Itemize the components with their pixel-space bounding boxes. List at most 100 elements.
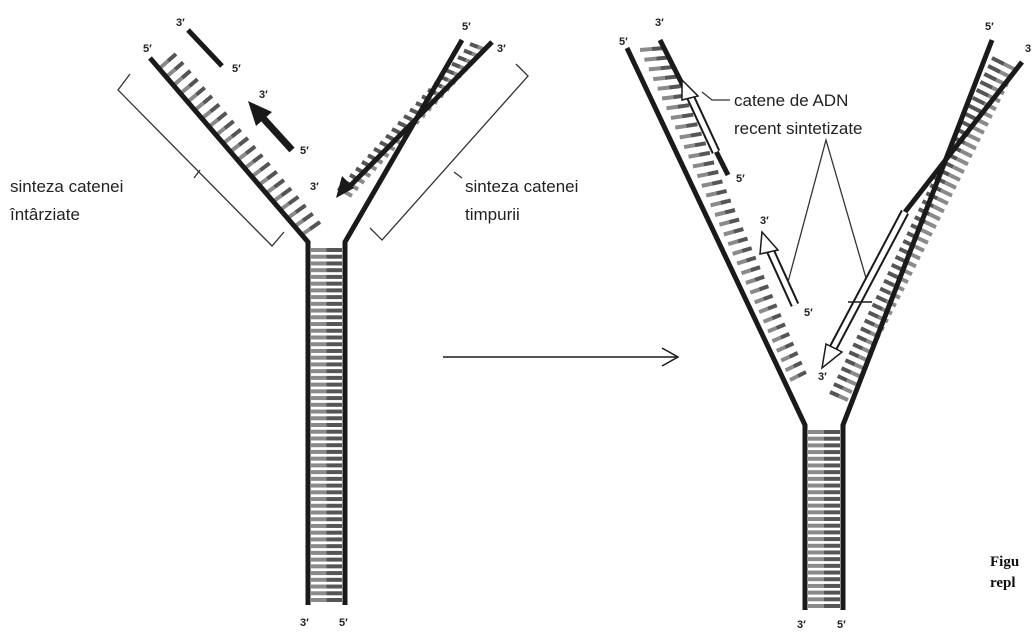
left-leading-arm-base-pair xyxy=(345,192,352,196)
right-lagging-arm-base-pair xyxy=(665,77,677,78)
left-lagging-fragment-strand xyxy=(188,30,222,66)
left-lagging-arm-base-pair xyxy=(160,61,168,68)
right-lagging-arm-base-pair xyxy=(741,270,750,273)
right-leading-arm-base-pair xyxy=(973,98,985,104)
right-lagging-arm-base-pair xyxy=(772,315,781,318)
right-leading-arm-base-pair xyxy=(847,380,856,384)
right-leading-arm-base-pair xyxy=(984,74,996,80)
right-lagging-arm-base-pair xyxy=(684,145,695,147)
right-lagging-arm-base-pair xyxy=(691,134,702,136)
left-lagging-arm-base-pair xyxy=(225,121,234,128)
right-leading-arm-base-pair xyxy=(988,66,1000,72)
left-replication-fork: sinteza catenei întârziate sinteza caten… xyxy=(9,17,578,629)
figure-caption-line2: repl xyxy=(990,575,1016,591)
right-leading-arm-base-pair xyxy=(865,320,875,324)
left-lagging-arm-base-pair xyxy=(239,138,248,145)
right-leading-arm-base-pair xyxy=(973,127,984,133)
right-leading-arm-base-pair xyxy=(933,206,944,211)
right-lagging-arm-base-pair xyxy=(789,353,797,357)
right-leading-arm-base-pair xyxy=(861,328,871,332)
right-leading-arm-base-pair xyxy=(857,336,867,340)
right-end-3-bottom: 3′ xyxy=(797,619,806,631)
right-leading-arm-base-pair xyxy=(830,392,839,396)
right-leading-arm-base-pair xyxy=(929,214,940,219)
right-lagging-arm-base-pair xyxy=(715,213,725,216)
right-lagging-arm-base-pair xyxy=(772,338,780,342)
right-lagging-arm-base-pair xyxy=(764,296,773,299)
right-lagging-arm-base-pair xyxy=(781,334,789,338)
right-leading-arm-base-pair xyxy=(834,384,843,388)
right-lagging-arm-base-pair xyxy=(678,105,689,107)
left-lagging-arm-base-pair xyxy=(232,130,241,137)
right-lagging-arm-base-pair xyxy=(777,347,785,351)
right-leading-arm-base-pair xyxy=(977,90,989,96)
new-strands-leader-fork xyxy=(788,140,866,282)
right-end-5-bottom: 5′ xyxy=(837,619,846,631)
left-okazaki-arrow-shaft xyxy=(262,117,292,150)
right-leading-arm-base-pair xyxy=(842,368,851,372)
new-strands-label-line1: catene de ADN xyxy=(734,91,848,110)
right-leading-arm-base-pair xyxy=(872,305,882,310)
right-lagging-arm-base-pair xyxy=(742,248,752,251)
right-lagging-arm-base-pair xyxy=(719,222,729,225)
base-pairs xyxy=(160,44,1016,606)
right-lagging-arm-base-pair xyxy=(640,49,652,50)
right-leading-arm-base-pair xyxy=(853,344,862,348)
right-leading-arm-base-pair xyxy=(876,297,886,302)
left-leading-arm-base-pair xyxy=(464,51,472,54)
right-lagging-arm-base-pair xyxy=(649,68,661,69)
right-leading-strand-old xyxy=(905,62,1022,212)
right-leading-arm-base-pair xyxy=(849,352,858,356)
figure-caption-line1: Figu xyxy=(990,554,1019,570)
left-lagging-arm-base-pair xyxy=(253,155,262,162)
left-lagging-arm-base-pair xyxy=(296,205,306,212)
left-lagging-arm-base-pair xyxy=(282,188,292,195)
right-leading-arm-base-pair xyxy=(925,222,936,227)
leading-label-line1: sinteza catenei xyxy=(465,177,578,196)
left-end-3-top-right: 3′ xyxy=(497,43,506,55)
right-leading-arm-base-pair xyxy=(914,246,924,251)
new-okazaki-mid-head xyxy=(760,232,778,254)
right-lagging-arm-base-pair xyxy=(711,203,721,205)
right-lagging-arm-base-pair xyxy=(708,172,718,174)
left-end-3-top-left: 3′ xyxy=(176,17,185,29)
right-leading-arm-base-pair xyxy=(869,312,879,316)
right-leading-arm-base-pair xyxy=(888,273,898,278)
right-lagging-arm-base-pair xyxy=(734,229,744,232)
right-lagging-arm-base-pair xyxy=(785,343,793,347)
left-lagging-arm-base-pair xyxy=(175,62,183,69)
right-leading-arm-base-pair xyxy=(949,175,960,180)
left-lagging-arm-base-pair xyxy=(275,180,285,187)
right-lagging-arm-base-pair xyxy=(755,299,764,302)
right-lagging-arm-base-pair xyxy=(644,59,656,60)
left-leading-arm-base-pair xyxy=(470,44,478,47)
left-leading-arm-base-pair xyxy=(452,64,460,67)
right-leading-arm-base-pair xyxy=(918,238,928,243)
right-leading-arm-base-pair xyxy=(961,151,972,156)
right-lagging-arm-base-pair xyxy=(697,174,707,176)
right-leading-arm-base-pair xyxy=(880,289,890,294)
new-strands-label-line2: recent sintetizate xyxy=(734,119,863,138)
right-leading-arm-base-pair xyxy=(992,58,1004,64)
new-leading-fill xyxy=(832,212,905,350)
right-lagging-arm-base-pair xyxy=(689,155,700,157)
left-end-3-okazaki: 3′ xyxy=(259,89,268,101)
left-lagging-arm-base-pair xyxy=(204,96,213,103)
right-lagging-arm-base-pair xyxy=(658,87,670,88)
left-lagging-arm-base-pair xyxy=(167,69,175,76)
right-end-3-top-left: 3′ xyxy=(655,17,664,29)
right-end-5-top-right: 5′ xyxy=(985,21,994,33)
left-leading-arm-base-pair xyxy=(446,70,454,73)
leading-label-line2: timpurii xyxy=(465,205,520,224)
right-lagging-arm-base-pair xyxy=(790,376,798,380)
right-end-3-top-right: 3 xyxy=(1025,43,1031,55)
right-lagging-arm-base-pair xyxy=(733,251,743,254)
right-leading-arm-base-pair xyxy=(941,190,952,195)
left-end-5-bottom: 5′ xyxy=(339,617,348,629)
right-lagging-arm-base-pair xyxy=(768,305,777,308)
left-lagging-arm-base-pair xyxy=(182,71,190,78)
right-lagging-arm-base-pair xyxy=(706,193,716,195)
left-end-5-fragment: 5′ xyxy=(232,63,241,75)
right-lagging-arm-base-pair xyxy=(704,162,715,164)
right-lagging-arm-base-pair xyxy=(728,241,738,244)
